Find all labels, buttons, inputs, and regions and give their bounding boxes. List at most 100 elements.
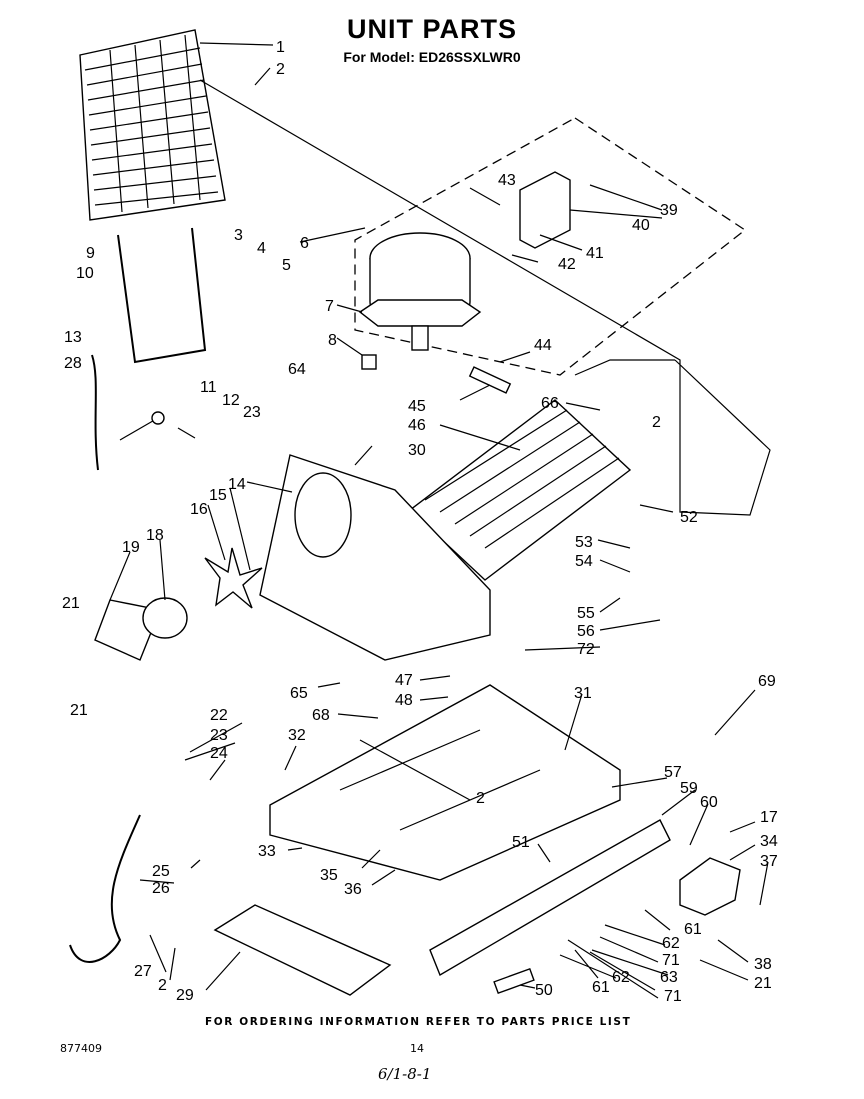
callout-50: 50	[535, 982, 553, 999]
callout-33: 33	[258, 843, 276, 860]
grommet-drawing	[361, 354, 377, 370]
model-subtitle: For Model: ED26SSXLWR0	[343, 49, 521, 65]
callout-13: 13	[64, 329, 82, 346]
callout-68: 68	[312, 707, 330, 724]
callout-56: 56	[577, 623, 595, 640]
drain-pan-drawing	[213, 904, 392, 996]
callout-2-c: 2	[476, 790, 485, 807]
callout-45: 45	[408, 398, 426, 415]
condenser-coil-drawing	[408, 399, 632, 581]
callout-55: 55	[577, 605, 595, 622]
relay-drawing	[679, 857, 741, 916]
callout-2-b: 2	[652, 414, 661, 431]
callout-32: 32	[288, 727, 306, 744]
callout-19: 19	[122, 539, 140, 556]
callout-24: 24	[210, 745, 228, 762]
leader-lines	[109, 42, 769, 999]
callout-23-b: 23	[210, 727, 228, 744]
callout-25: 25	[152, 863, 170, 880]
page-number: 14	[410, 1042, 424, 1055]
callout-60: 60	[700, 794, 718, 811]
drier-drawing	[468, 366, 512, 394]
callout-35: 35	[320, 867, 338, 884]
compressor-drawing	[358, 232, 482, 351]
callout-34: 34	[760, 833, 778, 850]
callout-9: 9	[86, 245, 95, 262]
callout-72: 72	[577, 641, 595, 658]
defrost-heater-drawing	[117, 227, 207, 364]
power-cord-drawing	[69, 814, 141, 963]
callout-61-b: 61	[592, 979, 610, 996]
callout-29: 29	[176, 987, 194, 1004]
callout-22: 22	[210, 707, 228, 724]
callout-4: 4	[257, 240, 266, 257]
callout-65: 65	[290, 685, 308, 702]
callout-23-a: 23	[243, 404, 261, 421]
fan-blade-drawing	[204, 547, 263, 609]
ordering-info-note: FOR ORDERING INFORMATION REFER TO PARTS …	[205, 1016, 632, 1028]
callout-41: 41	[586, 245, 604, 262]
callout-12: 12	[222, 392, 240, 409]
callout-66: 66	[541, 395, 559, 412]
document-number: 877409	[60, 1042, 102, 1055]
callout-62-b: 62	[612, 969, 630, 986]
page-title: UNIT PARTS	[347, 14, 517, 44]
callout-53: 53	[575, 534, 593, 551]
callout-26: 26	[152, 880, 170, 897]
tube-drawing	[493, 967, 535, 995]
callout-71-b: 71	[664, 988, 682, 1005]
callout-6: 6	[300, 235, 309, 252]
callout-71-a: 71	[662, 952, 680, 969]
callout-57: 57	[664, 764, 682, 781]
callout-1: 1	[276, 39, 285, 56]
tubing-drawing	[199, 79, 771, 516]
compressor-compartment-outline	[354, 117, 747, 376]
callout-11: 11	[200, 379, 217, 396]
drain-hose-drawing	[91, 354, 99, 471]
callout-38: 38	[754, 956, 772, 973]
callout-69: 69	[758, 673, 776, 690]
callout-37: 37	[760, 853, 778, 870]
callout-18: 18	[146, 527, 164, 544]
callout-44: 44	[534, 337, 552, 354]
callout-27: 27	[134, 963, 152, 980]
callout-36: 36	[344, 881, 362, 898]
callout-3: 3	[234, 227, 243, 244]
callout-5: 5	[282, 257, 291, 274]
callout-10: 10	[76, 265, 94, 282]
callout-54: 54	[575, 553, 593, 570]
callout-51: 51	[512, 834, 530, 851]
callout-21-c: 21	[754, 975, 772, 992]
callout-64: 64	[288, 361, 306, 378]
callout-52: 52	[680, 509, 698, 526]
callout-48: 48	[395, 692, 413, 709]
callout-30: 30	[408, 442, 426, 459]
callout-47: 47	[395, 672, 413, 689]
callout-62-a: 62	[662, 935, 680, 952]
fan-motor-drawing	[94, 597, 188, 661]
callout-8: 8	[328, 332, 337, 349]
callout-2-a: 2	[276, 61, 285, 78]
callout-28: 28	[64, 355, 82, 372]
callout-59: 59	[680, 780, 698, 797]
fan-bracket-drawing	[259, 454, 491, 661]
relay-cover-drawing	[519, 171, 571, 249]
callout-17: 17	[760, 809, 778, 826]
mounting-rail-drawing	[429, 819, 671, 977]
callout-31: 31	[574, 685, 592, 702]
handwritten-note: 6/1-8-1	[378, 1065, 432, 1083]
callout-15: 15	[209, 487, 227, 504]
callout-43: 43	[498, 172, 516, 189]
callout-40: 40	[632, 217, 650, 234]
callout-42: 42	[558, 256, 576, 273]
callout-39: 39	[660, 202, 678, 219]
evaporator-coil-drawing	[79, 29, 226, 221]
callout-7: 7	[325, 298, 334, 315]
callout-21-a: 21	[62, 595, 80, 612]
callout-16: 16	[190, 501, 208, 518]
callout-2-d: 2	[158, 977, 167, 994]
callout-21-b: 21	[70, 702, 88, 719]
sensor-drawing	[119, 417, 196, 441]
